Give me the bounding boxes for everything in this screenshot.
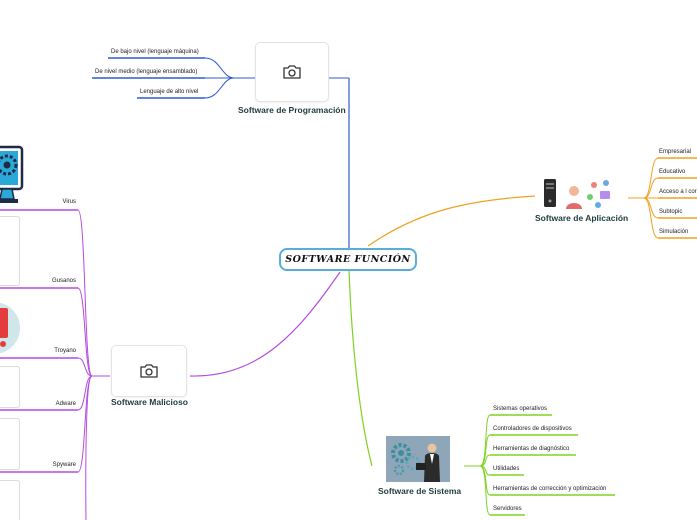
aplicacion-item-3[interactable]: Acceso a l cor bbox=[659, 189, 697, 195]
aplicacion-title[interactable]: Software de Aplicación bbox=[535, 213, 629, 223]
computer-gear-icon bbox=[0, 145, 24, 203]
warning-icon bbox=[0, 302, 20, 354]
malicioso-item-1[interactable]: Virus bbox=[62, 199, 76, 205]
malicioso-item-2[interactable]: Gusanos bbox=[51, 278, 76, 284]
programacion-item-2[interactable]: De nivel medio (lenguaje ensamblado) bbox=[95, 69, 198, 75]
programacion-item-1[interactable]: De bajo nivel (lenguaje máquina) bbox=[111, 49, 199, 55]
aplicacion-item-2[interactable]: Educativo bbox=[659, 169, 686, 175]
adware-thumbnail bbox=[0, 366, 20, 408]
aplicacion-item-1[interactable]: Empresarial bbox=[659, 149, 692, 155]
malicioso-item-5[interactable]: Spyware bbox=[52, 462, 76, 468]
sistema-item-2[interactable]: Controladores de dispositivos bbox=[493, 426, 572, 432]
extra-thumbnail bbox=[0, 480, 20, 520]
malicioso-image-card[interactable] bbox=[111, 345, 187, 397]
computer-user-icon bbox=[544, 179, 610, 209]
sistema-title[interactable]: Software de Sistema bbox=[378, 486, 462, 496]
sistema-item-4[interactable]: Utilidades bbox=[493, 466, 520, 472]
malicioso-item-4[interactable]: Adware bbox=[55, 401, 76, 407]
gears-businessman-icon bbox=[386, 436, 450, 482]
camera-icon bbox=[140, 364, 158, 378]
malicioso-item-3[interactable]: Troyano bbox=[54, 348, 76, 354]
programacion-item-3[interactable]: Lenguaje de alto nivel bbox=[140, 89, 199, 95]
aplicacion-item-4[interactable]: Subtopic bbox=[659, 209, 683, 215]
central-topic-label: SOFTWARE FUNCIÓN bbox=[285, 254, 411, 265]
camera-icon bbox=[283, 65, 301, 79]
sistema-item-1[interactable]: Sistemas operativos bbox=[493, 406, 548, 412]
sistema-item-3[interactable]: Herramientas de diagnóstico bbox=[493, 446, 570, 452]
central-topic[interactable]: SOFTWARE FUNCIÓN bbox=[279, 248, 417, 271]
spyware-thumbnail bbox=[0, 418, 20, 470]
programacion-title[interactable]: Software de Programación bbox=[238, 105, 346, 115]
gusanos-thumbnail bbox=[0, 216, 20, 286]
sistema-item-6[interactable]: Servidores bbox=[493, 506, 522, 512]
programacion-image-card[interactable] bbox=[255, 42, 329, 102]
aplicacion-item-5[interactable]: Simulación bbox=[659, 229, 689, 235]
malicioso-title[interactable]: Software Malicioso bbox=[111, 397, 188, 407]
sistema-item-5[interactable]: Herramientas de corrección y optimizació… bbox=[493, 486, 607, 492]
